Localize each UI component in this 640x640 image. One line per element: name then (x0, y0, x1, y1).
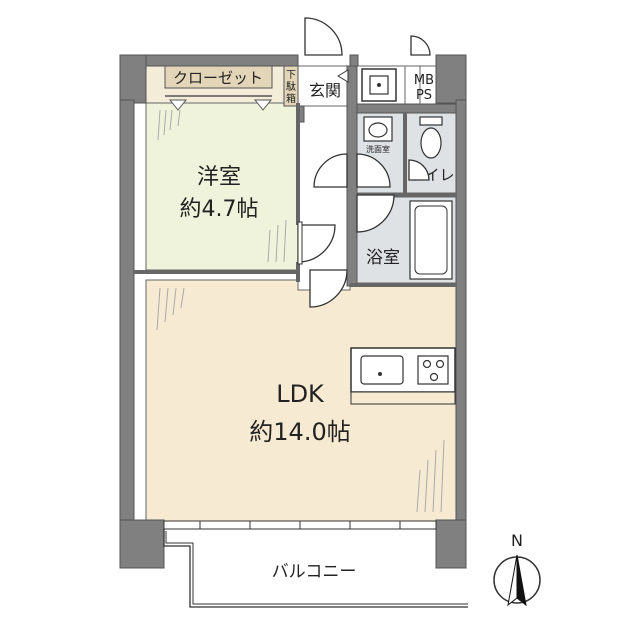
ldk-size: 約14.0帖 (249, 418, 350, 446)
washroom-label: 洗面室 (366, 144, 390, 154)
wash-bowl (368, 122, 388, 138)
closet-label: クローゼット (173, 69, 263, 87)
burner-3 (429, 372, 439, 382)
burner-1 (422, 359, 432, 369)
balcony-rail (163, 529, 468, 608)
walls (119, 54, 467, 569)
closet-door-left (168, 99, 188, 111)
sink-drain (378, 372, 382, 376)
shoe-box-label-3: 箱 (286, 92, 296, 105)
bathtub-inner (414, 205, 448, 275)
closet-door-right (253, 99, 273, 111)
ldk-name: LDK (276, 380, 325, 408)
partitions (134, 103, 456, 287)
western-room-name: 洋室 (197, 165, 241, 190)
stove (417, 355, 449, 385)
toilet-bowl (420, 127, 442, 159)
counter-edge (350, 391, 456, 405)
mb-label: MB (414, 73, 434, 88)
storage-dot (377, 83, 381, 87)
entrance-floor (297, 65, 351, 107)
balcony-window (163, 520, 437, 530)
balcony-rail-inner (165, 531, 468, 605)
burner-2 (435, 359, 445, 369)
hallway-floor (297, 102, 351, 291)
bath-label: 浴室 (366, 248, 400, 268)
western-room-size: 約4.7帖 (180, 197, 259, 222)
balcony-label: バルコニー (272, 562, 357, 582)
compass-label: N (511, 531, 523, 550)
shoe-box-label-1: 下 (286, 70, 296, 81)
toilet-tank (419, 116, 443, 126)
shoe-box-label-2: 駄 (286, 80, 296, 93)
floor-hatching (156, 109, 445, 513)
kitchen-sink (360, 355, 404, 385)
western-window (297, 221, 303, 265)
entrance-label: 玄関 (309, 81, 341, 100)
ps-label: PS (416, 88, 432, 103)
western-room-floor (145, 102, 299, 271)
doors (297, 17, 431, 308)
compass-icon (493, 554, 541, 607)
entrance-step (337, 69, 349, 83)
